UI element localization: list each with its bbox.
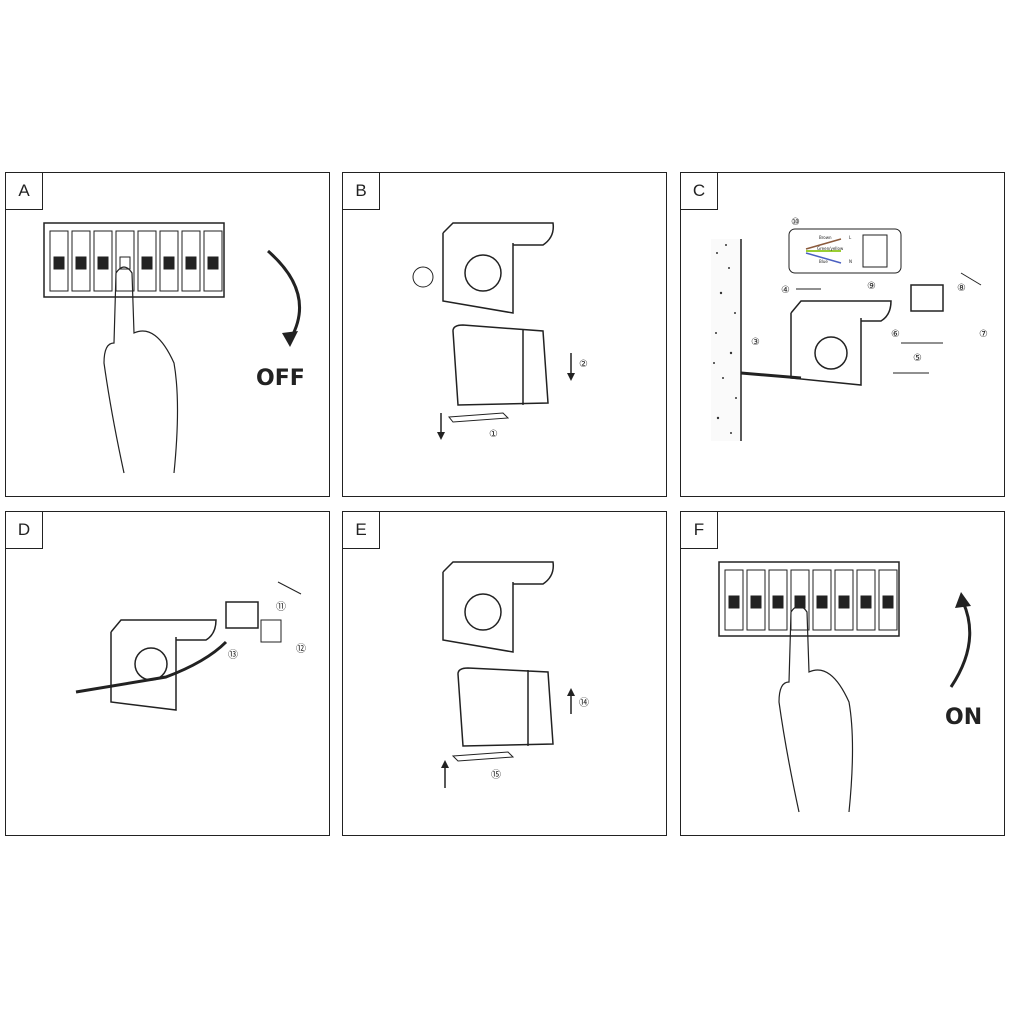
connect-wires-illustration: ⑪ ⑫ ⑬: [75, 581, 306, 711]
breaker-off-illustration: OFF: [43, 222, 305, 474]
svg-text:Blue: Blue: [819, 259, 828, 264]
panel-e: ⑭ ⑮ E: [342, 511, 667, 836]
svg-text:Green/yellow: Green/yellow: [817, 246, 844, 251]
on-label: ON: [945, 705, 982, 730]
svg-text:Brown: Brown: [819, 235, 832, 240]
step-12: ⑫: [296, 643, 306, 655]
step-11: ⑪: [276, 601, 286, 613]
step-14: ⑭: [579, 697, 589, 709]
lamp-top: [442, 222, 555, 314]
step-4: ④: [781, 285, 790, 296]
step-5: ⑤: [913, 353, 922, 364]
base-plate: [448, 412, 510, 423]
lamp-body: [110, 619, 217, 711]
rotate-off-arrow: [267, 249, 302, 339]
panel-letter: A: [6, 173, 43, 210]
lamp-body: [790, 300, 892, 386]
panel-letter: E: [343, 512, 380, 549]
panel-b: ② ① B: [342, 172, 667, 497]
hand: [103, 266, 179, 474]
junction-box: [225, 601, 259, 629]
svg-text:N: N: [849, 259, 852, 264]
wall-texture: [713, 244, 737, 434]
lamp-top: [442, 561, 555, 653]
svg-text:L: L: [849, 235, 852, 240]
panel-letter: C: [681, 173, 718, 210]
wall-mounting-illustration: ③ ④ ⑩ Brown Green/yellow Blue L N ⑨ ⑧ ⑥ …: [711, 217, 988, 441]
step-3: ③: [751, 337, 760, 348]
screwdriver-icon: [412, 266, 434, 288]
junction-box: [910, 284, 944, 312]
remove-cover-illustration: ② ①: [412, 222, 588, 440]
wall: [711, 239, 741, 441]
breaker-panel: [718, 561, 900, 637]
breakers: [49, 230, 223, 292]
cable: [75, 640, 228, 694]
panel-a: OFF A: [5, 172, 330, 497]
lamp-cover: [452, 324, 549, 406]
led-module: [464, 254, 502, 292]
rotate-on-arrow: [949, 601, 972, 688]
step-1: ①: [489, 429, 498, 440]
lamp-cover: [457, 667, 554, 747]
panel-letter: F: [681, 512, 718, 549]
panel-f: ON F: [680, 511, 1005, 836]
step-2: ②: [579, 359, 588, 370]
step-10: ⑩: [791, 217, 800, 228]
step-8: ⑧: [957, 283, 966, 294]
hand: [778, 605, 854, 813]
reattach-cover-illustration: ⑭ ⑮: [441, 561, 589, 788]
panel-letter: B: [343, 173, 380, 210]
panel-c: ③ ④ ⑩ Brown Green/yellow Blue L N ⑨ ⑧ ⑥ …: [680, 172, 1005, 497]
breaker-on-illustration: ON: [718, 561, 982, 813]
breaker-panel: [43, 222, 225, 298]
step-7: ⑦: [979, 329, 988, 340]
off-label: OFF: [256, 366, 305, 391]
step-9: ⑨: [867, 281, 876, 292]
wiring-diagram: ⑩ Brown Green/yellow Blue L N: [788, 217, 902, 274]
step-15: ⑮: [491, 769, 501, 781]
panel-letter: D: [6, 512, 43, 549]
panel-d: ⑪ ⑫ ⑬ D: [5, 511, 330, 836]
step-13: ⑬: [228, 649, 238, 661]
breakers: [724, 569, 898, 631]
step-6: ⑥: [891, 329, 900, 340]
